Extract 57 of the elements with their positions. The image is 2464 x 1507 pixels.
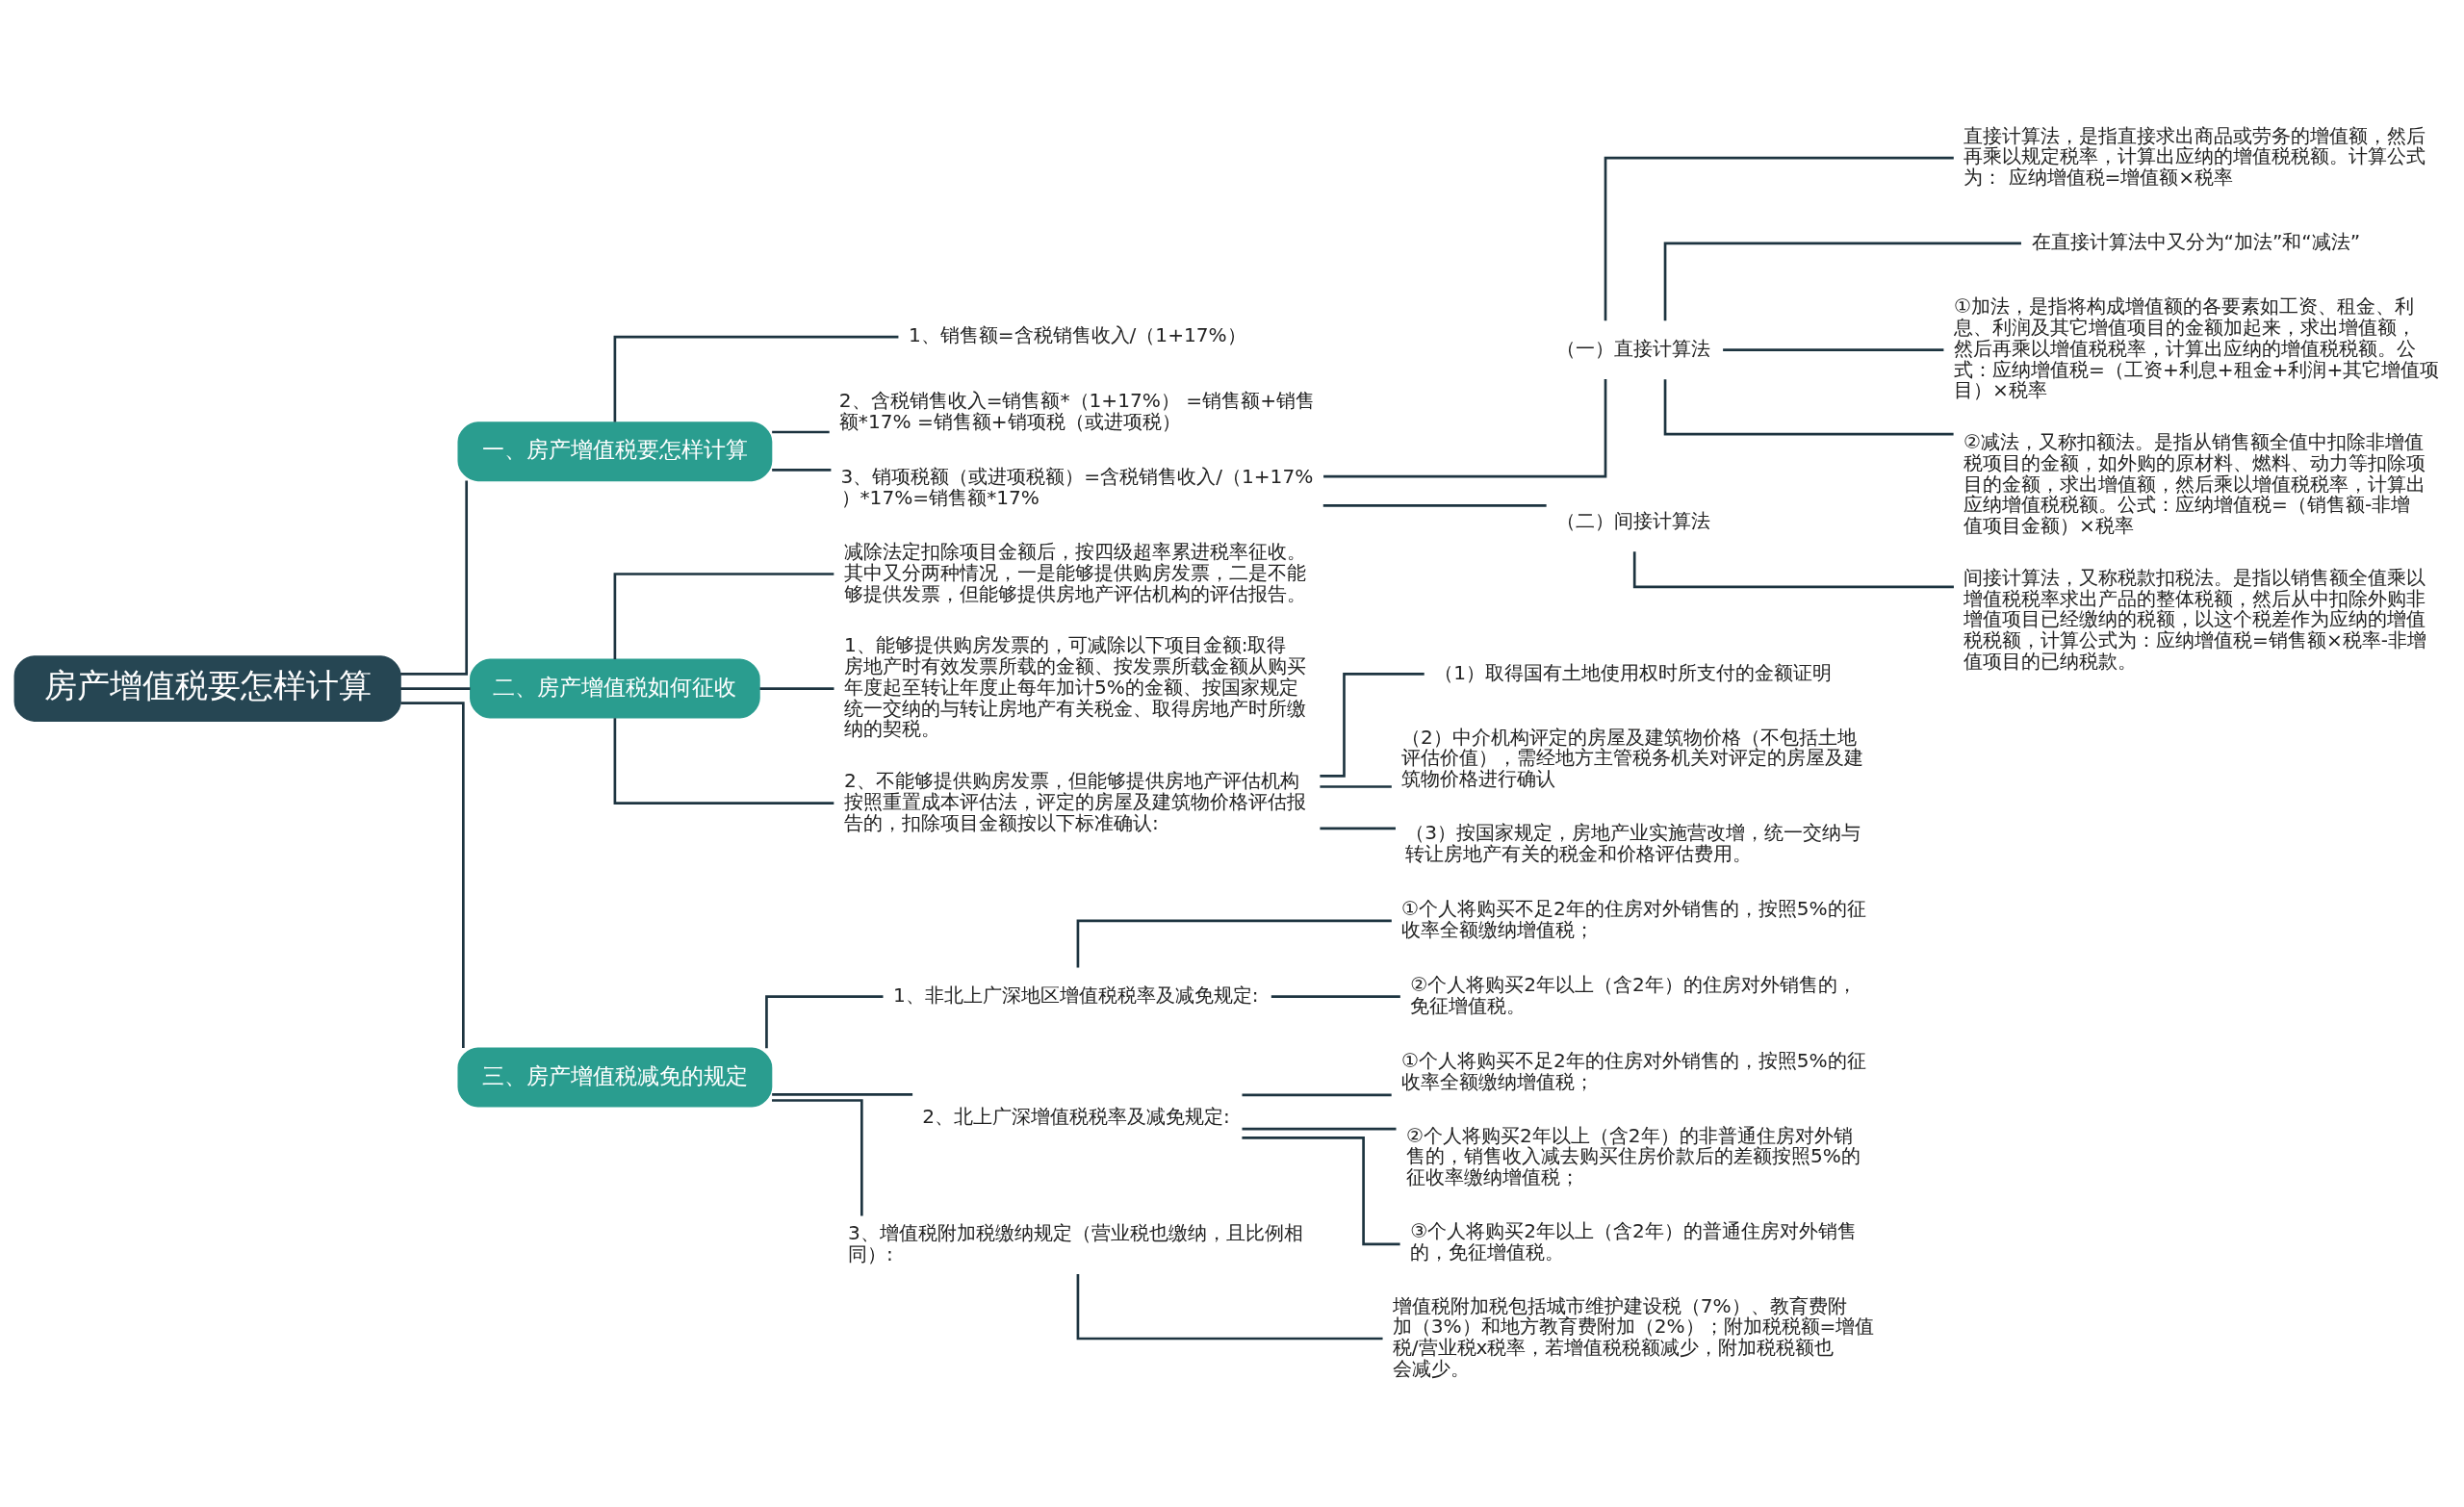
connector <box>759 687 834 690</box>
node-text: 在直接计算法中又分为“加法”和“减法” <box>2031 230 2361 254</box>
node-text: 3、销项税额（或进项税额）=含税销售收入/（1+17%）*17%=销售额*17% <box>840 465 1314 509</box>
node-text: （二）间接计算法 <box>1555 509 1710 533</box>
connector <box>772 469 832 472</box>
node-text: 减除法定扣除项目金额后，按四级超率累进税率征收。其中又分两种情况，一是能够提供购房发票，二是不能够提供发票，但能够提供房地产评估机构的评估报告。 <box>843 539 1306 605</box>
node-text: ②个人将购买2年以上（含2年）的非普通住房对外销售的，销售收入减去购买住房价款后的差额按照5%的征收率缴纳增值税； <box>1406 1123 1861 1189</box>
connector <box>1322 503 1547 507</box>
node-text: 2、不能够提供购房发票，但能够提供房地产评估机构按照重置成本评估法，评定的房屋及建筑物价格评估报告的，扣除项目金额按以下标准确认: <box>843 768 1306 834</box>
connector <box>613 718 834 805</box>
connector <box>772 1099 863 1216</box>
connector <box>1663 242 2021 321</box>
connector <box>1320 785 1392 788</box>
node-text: 间接计算法，又称税款扣税法。是指以销售额全值乘以增值税税率求出产品的整体税额，然后从中扣除外购非增值项目已经缴纳的税额，以这个税差作为应纳的增值税税额，计算公式为：应纳增值税=销售额×税率-非增值项目的已纳税款。 <box>1964 565 2427 673</box>
node-text: 1、非北上广深地区增值税税率及减免规定: <box>893 983 1259 1007</box>
node-text: （一）直接计算法 <box>1555 336 1710 360</box>
connector <box>400 702 465 1048</box>
node-text: 1、能够提供购房发票的，可减除以下项目金额:取得房地产时有效发票所载的金额、按发票所载金额从购买年度起至转让年度止每年加计5%的金额、按国家规定统一交纳的与转让房地产有关税金、取得房地产时所缴纳的契税。 <box>843 633 1306 741</box>
connector <box>1723 348 1944 351</box>
node-text: （3）按国家规定，房地产业实施营改增，统一交纳与转让房地产有关的税金和价格评估费用。 <box>1405 821 1861 866</box>
node-box: 二、房产增值税如何征收 <box>470 658 760 719</box>
node-box: 三、房产增值税减免的规定 <box>457 1047 773 1108</box>
connector <box>1320 827 1396 830</box>
connector <box>400 687 471 690</box>
connector <box>1663 379 1954 436</box>
connector <box>1604 156 1954 321</box>
node-text: ①个人将购买不足2年的住房对外销售的，按照5%的征收率全额缴纳增值税； <box>1400 1048 1866 1093</box>
node-text: ③个人将购买2年以上（含2年）的普通住房对外销售的，免征增值税。 <box>1410 1219 1857 1264</box>
node-text: 增值税附加税包括城市维护建设税（7%）、教育费附加（3%）和地方教育费附加（2%）；附加税税额=增值税/营业税x税率，若增值税税额减少，附加税税额也会减少。 <box>1392 1293 1875 1380</box>
connector <box>772 430 830 434</box>
connector <box>1242 1127 1397 1131</box>
connector <box>772 1093 913 1096</box>
node-box: 房产增值税要怎样计算 <box>13 655 401 722</box>
connector <box>613 335 899 422</box>
connector <box>765 995 884 1049</box>
node-text: 2、含税销售收入=销售额*（1+17%） =销售额+销售额*17% =销售额+销项税（或进项税） <box>838 389 1316 434</box>
node-text: ①个人将购买不足2年的住房对外销售的，按照5%的征收率全额缴纳增值税； <box>1400 897 1866 941</box>
connector <box>1320 673 1424 778</box>
node-text: 2、北上广深增值税税率及减免规定: <box>922 1104 1230 1128</box>
connector <box>400 480 468 676</box>
node-text: （1）取得国有土地使用权时所支付的金额证明 <box>1434 660 1833 684</box>
connector <box>613 573 834 659</box>
connector <box>1076 919 1392 968</box>
node-text: 直接计算法，是指直接求出商品或劳务的增值额，然后再乘以规定税率，计算出应纳的增值税税额。计算公式为： 应纳增值税=增值额×税率 <box>1964 123 2426 190</box>
node-text: 1、销售额=含税销售收入/（1+17%） <box>908 323 1246 347</box>
node-text: （2）中介机构评定的房屋及建筑物价格（不包括土地评估价值），需经地方主管税务机关对评定的房屋及建筑物价格进行确认 <box>1400 725 1863 791</box>
node-text: ②减法，又称扣额法。是指从销售额全值中扣除非增值税项目的金额，如外购的原材料、燃料、动力等扣除项目的金额，求出增值额，然后乘以增值税税率，计算出应纳增值税税额。公式：应纳增值税=（销售额-非增值项目金额）×税率 <box>1964 429 2426 538</box>
node-text: ①加法，是指将构成增值额的各要素如工资、租金、利息、利润及其它增值项目的金额加起来，求出增值额，然后再乘以增值税税率，计算出应纳的增值税税额。公式：应纳增值税=（工资+利息+租金+利润+其它增值项目）×税率 <box>1954 294 2440 402</box>
node-text: ②个人将购买2年以上（含2年）的住房对外销售的，免征增值税。 <box>1410 972 1857 1017</box>
node-text: 3、增值税附加税缴纳规定（营业税也缴纳，且比例相同）: <box>848 1221 1303 1265</box>
connector <box>1270 995 1400 998</box>
connector <box>1242 1137 1400 1246</box>
connector <box>1323 379 1607 478</box>
connector <box>1076 1274 1383 1341</box>
connector <box>1242 1093 1392 1097</box>
node-box: 一、房产增值税要怎样计算 <box>457 421 773 482</box>
connector <box>1632 551 1954 589</box>
